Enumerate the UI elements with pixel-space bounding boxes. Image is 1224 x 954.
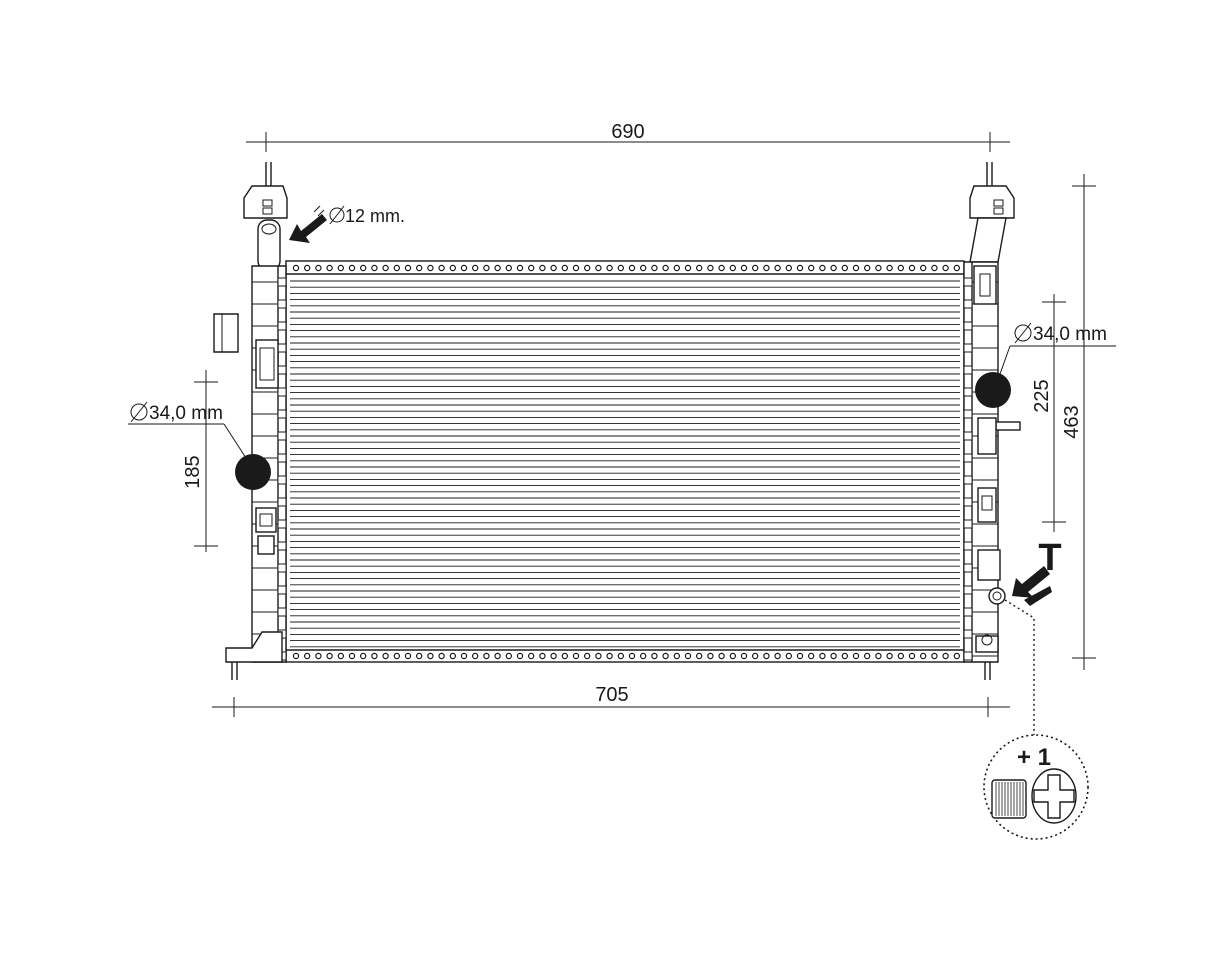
dim-top-width-label: 690 <box>611 121 644 143</box>
diameter-symbol <box>329 205 345 225</box>
left-port-size-label: 34,0 mm <box>149 403 223 424</box>
dim-left-offset-label: 185 <box>182 455 204 488</box>
inlet-callout: 12 mm. <box>289 205 405 243</box>
drain-plug-icon: + 1 <box>983 734 1089 840</box>
inlet-size-label: 12 mm. <box>345 206 405 226</box>
dim-right-height-label: 463 <box>1061 405 1083 438</box>
right-tank-ribs <box>963 277 998 661</box>
arrow-icon <box>289 205 327 243</box>
radiator-core <box>285 260 965 663</box>
dim-right-height: 463 <box>1061 174 1096 670</box>
dim-bottom-width-label: 705 <box>595 684 628 706</box>
core-fins <box>290 280 960 648</box>
diameter-symbol <box>1014 322 1032 344</box>
right-port-circle <box>975 372 1011 408</box>
drain-plug-qty-label: + 1 <box>1017 744 1051 771</box>
dim-right-offset: 225 <box>1031 294 1066 532</box>
left-tank <box>213 162 288 680</box>
right-port-size-label: 34,0 mm <box>1033 324 1107 345</box>
left-port-callout: 34,0 mm <box>128 401 247 459</box>
dim-bottom-width: 705 <box>212 684 1010 717</box>
plug-threads <box>995 782 1024 816</box>
left-port-circle <box>235 454 271 490</box>
drain-callout: T <box>1004 537 1062 738</box>
bottom-tank-rivets <box>292 652 961 660</box>
right-port-callout: 34,0 mm <box>999 322 1116 375</box>
dim-right-offset-label: 225 <box>1031 379 1053 412</box>
dim-left-offset: 185 <box>182 370 218 552</box>
dim-top-width: 690 <box>246 121 1010 152</box>
top-tank-rivets <box>292 264 961 272</box>
right-tank <box>963 162 1021 680</box>
diameter-symbol <box>130 401 148 423</box>
arrow-icon <box>1012 566 1052 606</box>
